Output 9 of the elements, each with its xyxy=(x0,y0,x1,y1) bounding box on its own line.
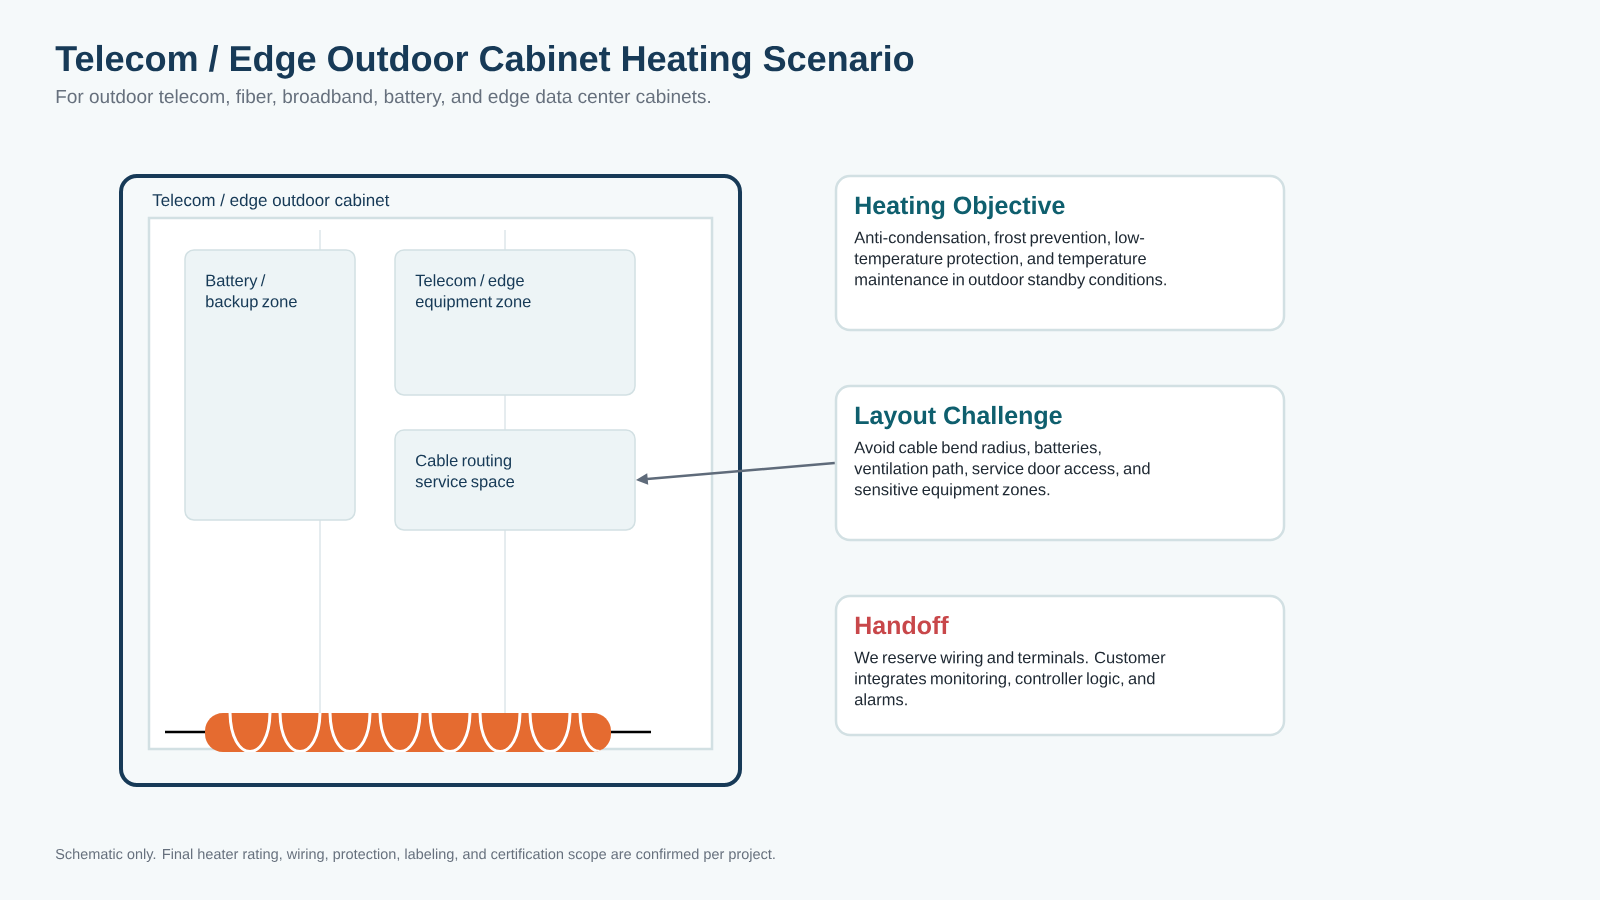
info-card: Heating Objective Anti-condensation, frost prevention, low-temperature protection, and temperature maintenance in outdoor standby conditions. xyxy=(834,174,1286,332)
footnote: Schematic only. Final heater rating, wiring, protection, labeling, and certification scope are confirmed per project. xyxy=(55,848,775,862)
info-card: Layout Challenge Avoid cable bend radius, batteries, ventilation path, service door access, and sensitive equipment zones. xyxy=(834,384,1286,542)
zone-box: Battery / backup zone xyxy=(184,249,356,521)
title: Telecom / Edge Outdoor Cabinet Heating Scenario xyxy=(55,44,914,79)
info-card: Handoff We reserve wiring and terminals. Customer integrates monitoring, controller logic, and alarms. xyxy=(834,594,1286,737)
zone-box: Telecom / edge equipment zone xyxy=(394,249,636,396)
zone-box: Cable routing service space xyxy=(394,429,636,531)
subtitle: For outdoor telecom, fiber, broadband, battery, and edge data center cabinets. xyxy=(56,89,710,107)
